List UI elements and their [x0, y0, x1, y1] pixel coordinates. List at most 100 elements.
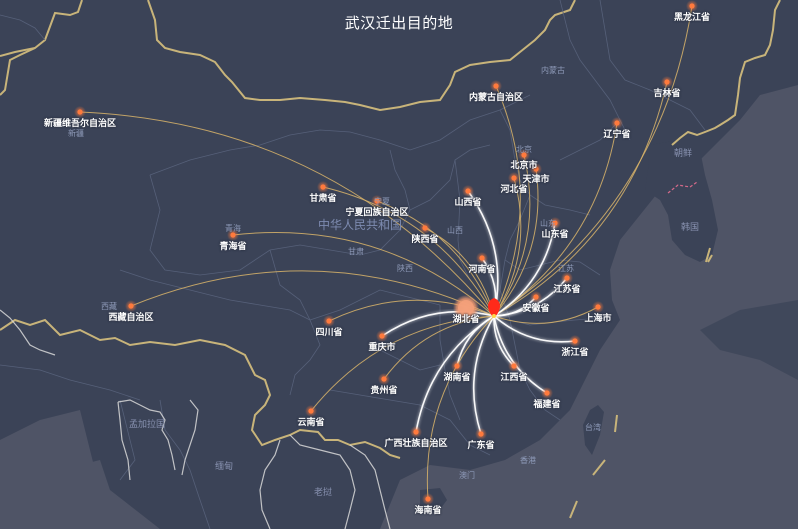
- country-label-bangladesh: 孟加拉国: [128, 420, 166, 430]
- destination-point[interactable]: [661, 76, 673, 88]
- destination-points: [74, 0, 698, 505]
- national-borders: [0, 0, 781, 459]
- destination-point[interactable]: [305, 405, 317, 417]
- region-label-xinjiang: 新疆: [68, 129, 84, 138]
- destination-point[interactable]: [530, 291, 542, 303]
- destination-point[interactable]: [686, 0, 698, 12]
- destination-point[interactable]: [561, 272, 573, 284]
- flow-line: [383, 315, 495, 380]
- origin-marker[interactable]: [453, 295, 500, 321]
- destination-point[interactable]: [549, 217, 561, 229]
- destination-label: 吉林省: [653, 89, 681, 99]
- destination-point[interactable]: [74, 106, 86, 118]
- destination-label: 河北省: [500, 185, 528, 195]
- flow-line: [493, 177, 522, 317]
- destination-label: 江西省: [500, 373, 528, 383]
- country-label-laos: 老挝: [313, 488, 333, 498]
- destination-label: 四川省: [315, 328, 343, 338]
- neighbor-borders: [0, 309, 391, 529]
- flow-line: [130, 270, 495, 317]
- destination-label: 辽宁省: [603, 130, 631, 140]
- destination-point[interactable]: [317, 181, 329, 193]
- region-label-shanxi: 山西: [447, 226, 463, 235]
- destination-point[interactable]: [475, 428, 487, 440]
- destination-point[interactable]: [476, 252, 488, 264]
- flow-line: [493, 222, 556, 317]
- destination-point[interactable]: [490, 80, 502, 92]
- destination-label: 天津市: [522, 175, 550, 185]
- korea-border: [667, 181, 698, 194]
- destination-point[interactable]: [419, 222, 431, 234]
- region-label-ningxia: 宁夏: [374, 197, 390, 206]
- region-label-inner-mongolia: 内蒙古: [541, 66, 565, 75]
- destination-label: 黑龙江省: [673, 13, 711, 23]
- maritime-dashes: [569, 247, 711, 519]
- destination-label: 宁夏回族自治区: [345, 208, 409, 218]
- destination-label: 湖南省: [443, 373, 471, 383]
- destination-label: 河南省: [468, 265, 496, 275]
- flow-line: [472, 315, 495, 435]
- destination-point[interactable]: [422, 493, 434, 505]
- flow-line: [232, 232, 495, 317]
- flow-line: [493, 154, 531, 317]
- flow-line: [493, 85, 521, 317]
- destination-label: 上海市: [584, 314, 612, 324]
- destination-label: 江苏省: [553, 285, 581, 295]
- destination-label: 山西省: [454, 198, 482, 208]
- region-label-shaanxi: 陕西: [397, 264, 413, 273]
- destination-point[interactable]: [376, 330, 388, 342]
- destination-point[interactable]: [541, 387, 553, 399]
- destination-point[interactable]: [569, 335, 581, 347]
- destination-point[interactable]: [125, 300, 137, 312]
- region-label-tibet: 西藏: [101, 302, 117, 311]
- destination-label: 浙江省: [561, 348, 589, 358]
- country-label-china: 中华人民共和国: [317, 218, 403, 232]
- destination-point[interactable]: [592, 301, 604, 313]
- destination-point[interactable]: [227, 229, 239, 241]
- flow-line: [493, 168, 539, 317]
- destination-label: 云南省: [297, 418, 325, 428]
- destination-point[interactable]: [508, 360, 520, 372]
- destination-label: 重庆市: [368, 343, 396, 353]
- destination-point[interactable]: [371, 195, 383, 207]
- region-label-qinghai: 青海: [225, 224, 241, 233]
- region-label-gansu: 甘肃: [348, 247, 364, 256]
- destination-point[interactable]: [410, 426, 422, 438]
- destination-label: 山东省: [541, 230, 569, 240]
- flow-line: [493, 315, 576, 343]
- destination-point[interactable]: [530, 163, 542, 175]
- migration-lines: [79, 5, 693, 500]
- destination-point[interactable]: [462, 185, 474, 197]
- flow-line: [493, 81, 668, 317]
- destination-point[interactable]: [451, 360, 463, 372]
- map-title: 武汉迁出目的地: [344, 14, 454, 32]
- destination-label: 新疆维吾尔自治区: [43, 119, 117, 129]
- flow-line: [493, 5, 693, 317]
- flow-line: [79, 111, 495, 317]
- flow-line: [426, 315, 495, 500]
- flow-line: [376, 200, 495, 317]
- destination-label: 内蒙古自治区: [468, 93, 524, 103]
- destination-label: 青海省: [219, 242, 247, 252]
- destination-point[interactable]: [518, 149, 530, 161]
- destination-label: 陕西省: [411, 235, 439, 245]
- destination-label: 广西壮族自治区: [384, 439, 448, 449]
- region-label-macau: 澳门: [459, 471, 475, 480]
- destination-label: 福建省: [533, 400, 561, 410]
- origin-label: 湖北省: [452, 315, 480, 325]
- destination-label: 广东省: [467, 441, 495, 451]
- flow-line: [493, 315, 548, 394]
- destination-label: 贵州省: [370, 386, 398, 396]
- destination-label: 甘肃省: [309, 194, 337, 204]
- destination-point[interactable]: [323, 315, 335, 327]
- destination-point[interactable]: [508, 172, 520, 184]
- destination-point[interactable]: [378, 373, 390, 385]
- destination-label: 西藏自治区: [108, 313, 154, 323]
- destination-point[interactable]: [611, 117, 623, 129]
- region-label-shandong: 山东: [540, 219, 556, 228]
- region-label-hongkong: 香港: [520, 456, 536, 465]
- flow-line: [493, 306, 599, 324]
- destination-label: 北京市: [510, 161, 538, 171]
- destination-label: 安徽省: [522, 304, 550, 314]
